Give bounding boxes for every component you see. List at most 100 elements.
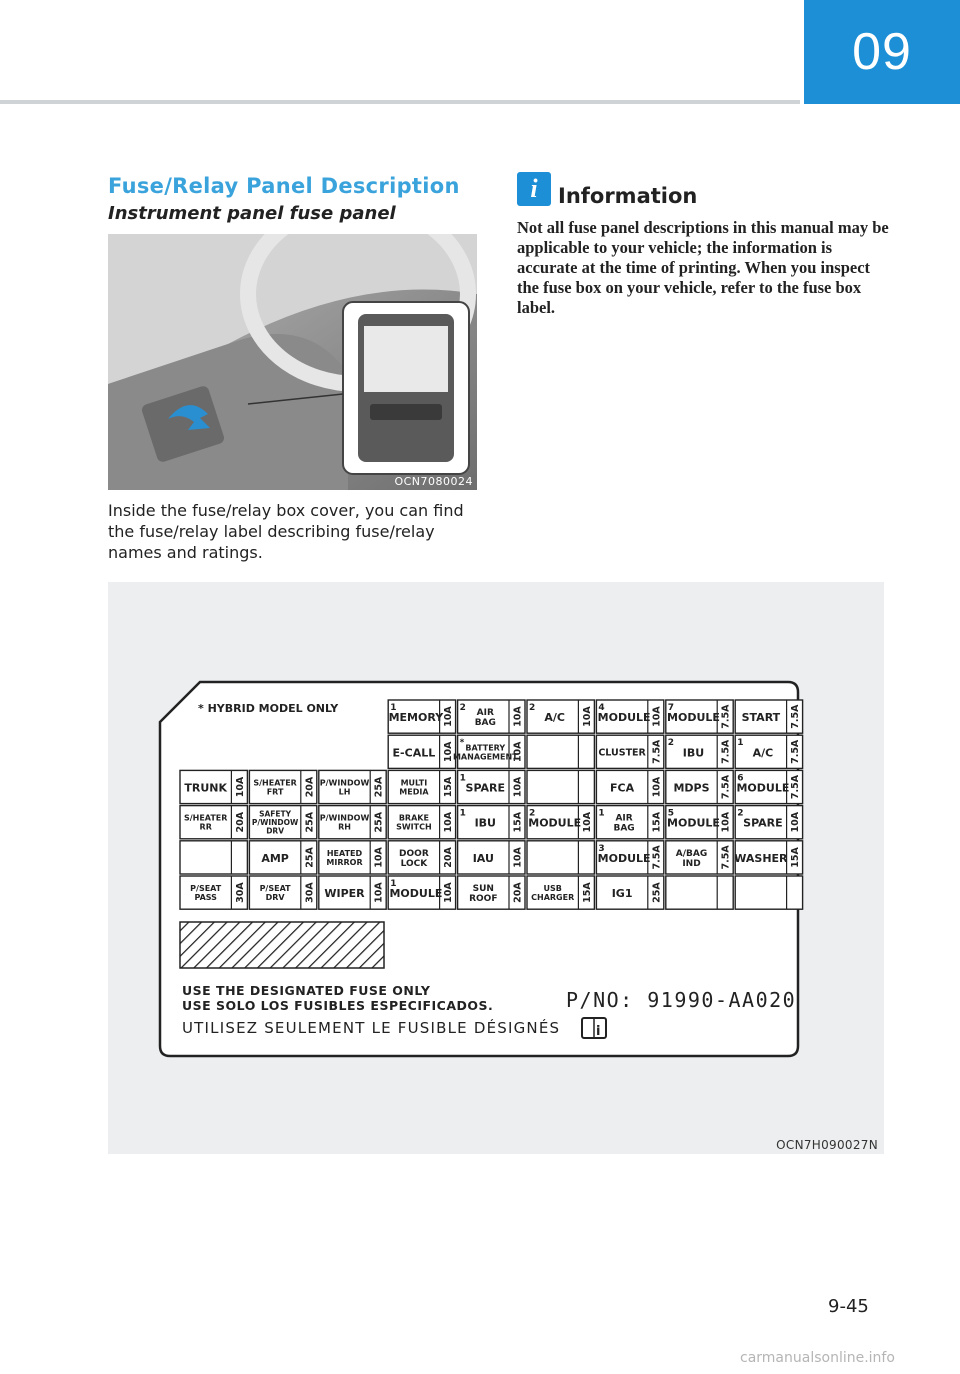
fuse-index-text: * xyxy=(460,738,465,748)
fuse-name-text: BATTERY xyxy=(465,743,505,752)
header-rule xyxy=(0,100,800,104)
body-paragraph: Inside the fuse/relay box cover, you can… xyxy=(108,500,480,563)
fuse-rating-text: 20A xyxy=(443,846,454,867)
fuse-name-text: TRUNK xyxy=(184,782,227,795)
warning-english: USE THE DESIGNATED FUSE ONLY xyxy=(182,983,431,998)
fuse-rating-text: 10A xyxy=(582,706,593,727)
fuse-name-text: DRV xyxy=(266,826,284,835)
fuse-name-text: HEATED xyxy=(327,849,363,858)
fuse-rating-text: 10A xyxy=(513,706,524,727)
fuse-name-text: P/SEAT xyxy=(260,884,292,893)
fuse-rating-text: 15A xyxy=(790,846,801,867)
sub-title: Instrument panel fuse panel xyxy=(108,203,396,224)
fuse-rating-text: 10A xyxy=(790,811,801,832)
figure-code: OCN7H090027N xyxy=(776,1138,878,1152)
fuse-rating-text: 20A xyxy=(304,776,315,797)
fuse-rating-text: 25A xyxy=(651,882,662,903)
fuse-name-text: A/C xyxy=(753,746,774,759)
fuse-name-text: MULTI xyxy=(401,779,428,788)
fuse-index-text: 3 xyxy=(598,844,604,854)
fuse-name-text: MODULE xyxy=(667,711,720,724)
fuse-rating-text: 15A xyxy=(443,776,454,797)
fuse-name-text: IBU xyxy=(475,817,496,830)
fuse-rating-text: 10A xyxy=(513,741,524,762)
fuse-name-text: DOOR xyxy=(399,849,429,859)
fuse-slot xyxy=(527,770,594,803)
fuse-slot: MDPS7.5A xyxy=(666,770,733,803)
fuse-name-text: S/HEATER xyxy=(184,814,228,823)
fuse-index-text: 7 xyxy=(668,703,674,713)
fuse-name-text: MEMORY xyxy=(389,711,445,724)
info-title: Information xyxy=(558,184,697,208)
fuse-name-text: E-CALL xyxy=(393,746,436,759)
fuse-name-text: START xyxy=(742,711,781,724)
fuse-index-text: 5 xyxy=(668,809,674,819)
fuse-rating-text: 7.5A xyxy=(651,739,662,764)
fuse-index-text: 2 xyxy=(529,809,535,819)
watermark: carmanualsonline.info xyxy=(740,1350,895,1366)
fuse-name-text: RH xyxy=(338,823,351,832)
fuse-name-text: AIR xyxy=(615,814,632,824)
fuse-name-text: MDPS xyxy=(673,782,709,795)
section-title: Fuse/Relay Panel Description xyxy=(108,174,460,198)
fuse-name-text: SWITCH xyxy=(396,823,432,832)
fuse-rating-text: 7.5A xyxy=(651,845,662,870)
fuse-name-text: P/SEAT xyxy=(190,884,222,893)
fuse-name-text: MEDIA xyxy=(399,788,429,797)
fuse-index-text: 6 xyxy=(737,773,743,783)
fuse-name-text: S/HEATER xyxy=(253,779,297,788)
fuse-name-text: ROOF xyxy=(469,894,497,904)
fuse-name-text: IND xyxy=(682,859,700,869)
info-icon: i xyxy=(517,172,551,206)
fuse-slot: HEATEDMIRROR10A xyxy=(319,841,386,874)
fuse-rating-text: 7.5A xyxy=(790,704,801,729)
fuse-name-text: IAU xyxy=(473,852,494,865)
fuse-slot: IBU115A xyxy=(458,806,525,839)
fuse-rating-text: 10A xyxy=(721,811,732,832)
fuse-rating-text: 7.5A xyxy=(790,774,801,799)
fuse-slot xyxy=(735,876,802,909)
fuse-name-text: CHARGER xyxy=(531,893,574,902)
fuse-name-text: DRV xyxy=(266,893,286,902)
fuse-rating-text: 25A xyxy=(304,846,315,867)
fuse-index-text: 1 xyxy=(460,809,466,819)
fuse-rating-text: 25A xyxy=(304,811,315,832)
fuse-name-text: BRAKE xyxy=(399,814,429,823)
fuse-name-text: A/C xyxy=(544,711,565,724)
fuse-rating-text: 10A xyxy=(513,776,524,797)
fuse-index-text: 1 xyxy=(460,773,466,783)
fuse-name-text: MODULE xyxy=(389,887,442,900)
fuse-rating-text: 10A xyxy=(582,811,593,832)
fuse-rating-text: 10A xyxy=(651,776,662,797)
fuse-rating-text: 7.5A xyxy=(721,704,732,729)
fuse-rating-text: 10A xyxy=(443,882,454,903)
fuse-slot: IBU27.5A xyxy=(666,735,733,768)
fuse-name-text: BAG xyxy=(475,718,496,728)
hatched-area xyxy=(180,922,384,968)
fuse-name-text: MODULE xyxy=(598,711,651,724)
fuse-slot: AIRBAG210A xyxy=(458,700,525,733)
fuse-slot: S/HEATERFRT20A xyxy=(249,770,316,803)
fuse-name-text: RR xyxy=(200,823,212,832)
fuse-name-text: MODULE xyxy=(598,852,651,865)
fuse-name-text: LH xyxy=(339,788,351,797)
fuse-name-text: MANAGEMENT xyxy=(453,752,518,761)
fuse-rating-text: 10A xyxy=(443,811,454,832)
fuse-name-text: USB xyxy=(544,884,562,893)
fuse-rating-text: 20A xyxy=(513,882,524,903)
